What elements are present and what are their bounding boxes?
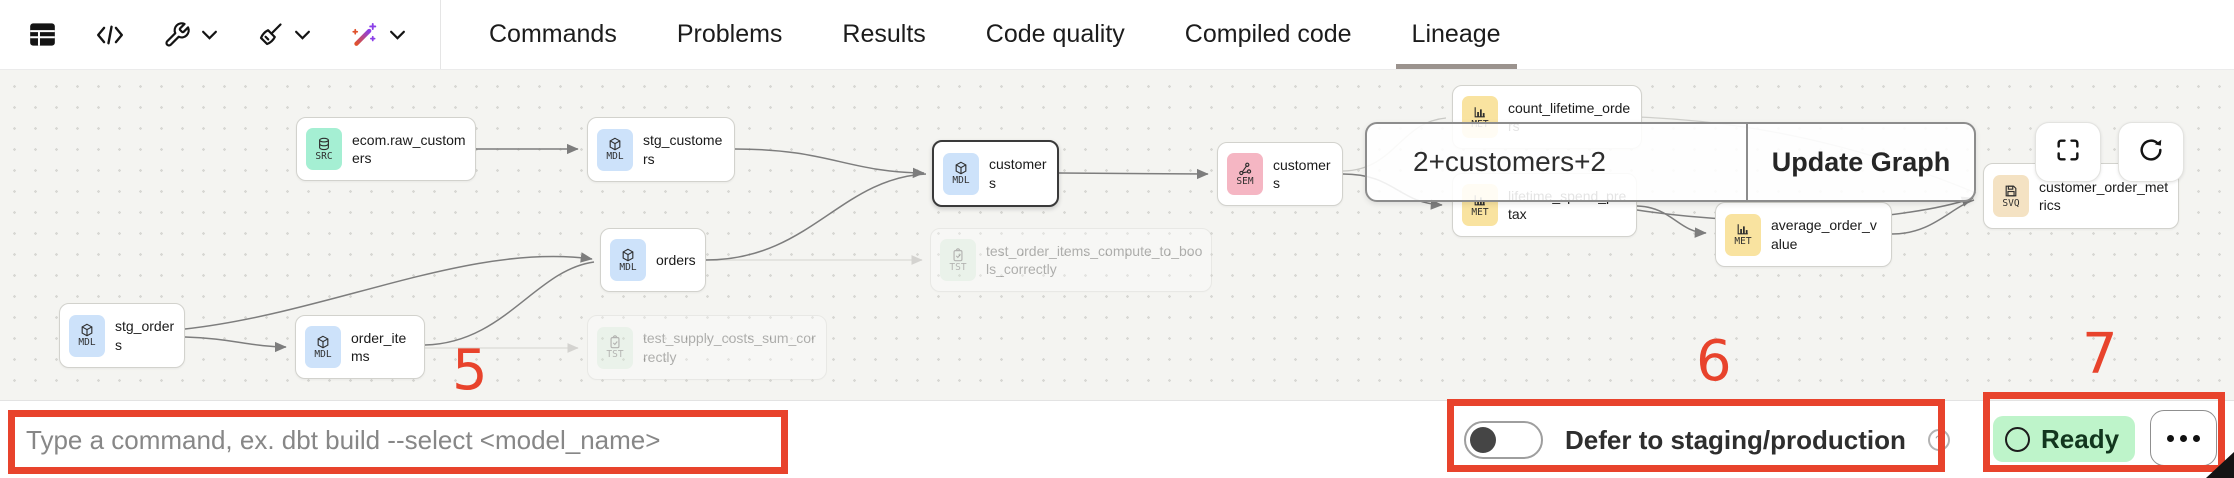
fullscreen-button[interactable] [2035,122,2101,182]
ai-assist-button[interactable] [349,21,406,49]
tab-bar: Commands Problems Results Code quality C… [441,0,1531,69]
tab-lineage[interactable]: Lineage [1382,0,1531,69]
cleanup-button[interactable] [256,21,311,49]
command-bar: Defer to staging/production ? Ready [0,400,2234,478]
chevron-down-icon [201,29,218,41]
status-circle-icon [2005,426,2030,452]
refresh-icon [2137,136,2165,169]
fullscreen-icon [2054,136,2082,169]
model-badge: MDL [597,128,633,171]
lineage-node-customers-semantic[interactable]: SEM customers [1217,142,1343,206]
chevron-down-icon [294,29,311,41]
network-icon [1239,162,1252,175]
lineage-node-order-items[interactable]: MDL order_items [295,315,425,379]
selector-divider [1746,124,1748,200]
active-tab-underline [1395,64,1517,69]
cube-icon [955,161,967,175]
tab-compiled-code[interactable]: Compiled code [1184,20,1352,48]
cube-icon [609,137,621,151]
overflow-menu-button[interactable] [2150,410,2217,466]
model-badge: MDL [610,239,646,281]
tab-commands[interactable]: Commands [489,20,617,48]
toggle-knob [1470,427,1496,453]
lineage-node-orders[interactable]: MDL orders [600,228,706,292]
update-graph-button[interactable]: Update Graph [1771,146,1951,177]
bar-chart-icon [1474,106,1485,118]
toolbar-divider [440,0,441,69]
lineage-node-test-order-items[interactable]: TST test_order_items_compute_to_bools_co… [930,228,1212,292]
lineage-node-customers-model[interactable]: MDL customers [932,140,1059,207]
metric-badge: MET [1725,213,1761,256]
clipboard-check-icon [953,248,963,262]
test-badge: TST [597,326,633,369]
lineage-selector-panel: 2+customers+2 Update Graph [1365,122,1976,202]
toolbar-icon-group [0,0,406,69]
lineage-edges [184,116,1977,353]
code-icon [95,22,125,48]
floppy-disk-icon [2005,185,2017,197]
lineage-node-average-order-value[interactable]: MET average_order_value [1715,202,1892,267]
clipboard-check-icon [610,335,620,349]
tab-problems[interactable]: Problems [676,20,783,48]
database-icon [319,137,329,150]
tab-results[interactable]: Results [842,20,926,48]
defer-toggle[interactable] [1464,421,1543,459]
table-view-button[interactable] [28,21,57,48]
wrench-icon [163,21,191,49]
top-toolbar: Commands Problems Results Code quality C… [0,0,2234,70]
test-badge: TST [940,239,976,281]
tab-code-quality[interactable]: Code quality [985,20,1125,48]
broom-icon [256,21,284,49]
model-badge: MDL [69,314,105,357]
lineage-canvas[interactable]: SRC ecom.raw_customers MDL stg_customers… [0,70,2234,400]
corner-cursor-artifact [2206,452,2234,478]
model-badge: MDL [943,152,979,195]
bar-chart-icon [1737,224,1748,235]
lineage-node-stg-customers[interactable]: MDL stg_customers [587,117,735,182]
magic-wand-icon [349,21,379,49]
defer-toggle-group: Defer to staging/production ? [1464,401,1950,478]
cube-icon [81,323,93,337]
help-icon[interactable]: ? [1927,429,1950,451]
status-label: Ready [2041,423,2120,454]
semantic-badge: SEM [1227,153,1263,195]
code-view-button[interactable] [95,22,125,48]
command-input[interactable] [26,417,1406,463]
table-icon [28,21,57,48]
status-ready-button[interactable]: Ready [1993,416,2135,462]
selector-input[interactable]: 2+customers+2 [1413,146,1606,177]
model-badge: MDL [305,326,341,368]
ellipsis-icon [2167,434,2174,442]
build-tools-button[interactable] [163,21,218,49]
source-badge: SRC [306,128,342,170]
chevron-down-icon [389,29,406,41]
lineage-node-ecom-raw-customers[interactable]: SRC ecom.raw_customers [296,117,476,181]
refresh-button[interactable] [2118,122,2184,182]
cube-icon [622,248,634,262]
lineage-node-stg-orders[interactable]: MDL stg_orders [59,303,185,368]
saved-query-badge: SVQ [1993,175,2029,217]
cube-icon [317,335,329,349]
lineage-node-test-supply-costs[interactable]: TST test_supply_costs_sum_correctly [587,315,827,380]
defer-toggle-label: Defer to staging/production [1565,424,1906,455]
